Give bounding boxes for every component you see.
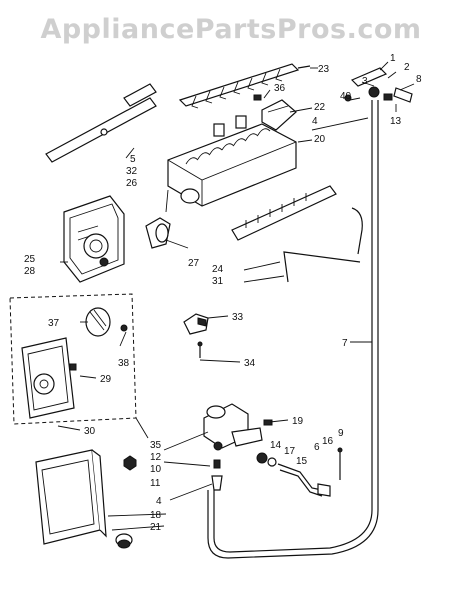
- part-label-29: 29: [100, 374, 112, 385]
- part-number-labels: 1 2 3 8 40 13 23 36 22 4 20 5 32 26 27 2…: [24, 53, 422, 533]
- stripper-part-22: [253, 94, 297, 131]
- leader-lines: [57, 61, 415, 531]
- screw-part-34: [197, 341, 203, 358]
- part-label-30: 30: [84, 426, 96, 437]
- part-label-13: 13: [390, 116, 402, 127]
- part-label-21: 21: [150, 522, 162, 533]
- water-tube-part-7: [207, 100, 379, 559]
- part-label-37: 37: [48, 318, 60, 329]
- part-label-33: 33: [232, 312, 244, 323]
- part-label-9: 9: [338, 428, 344, 439]
- part-label-6: 6: [314, 442, 320, 453]
- part-label-17: 17: [284, 446, 296, 457]
- clip-part-33: [183, 313, 209, 335]
- water-valve-part-10: [203, 403, 273, 451]
- part-label-31: 31: [212, 276, 224, 287]
- part-label-38: 38: [118, 358, 130, 369]
- part-label-22: 22: [314, 102, 326, 113]
- part-label-27: 27: [188, 258, 200, 269]
- part-label-11: 11: [150, 478, 161, 489]
- part-label-40: 40: [340, 91, 352, 102]
- inlet-fittings: [256, 447, 343, 497]
- part-label-5: 5: [130, 154, 136, 165]
- part-label-2: 2: [404, 62, 410, 73]
- part-label-14: 14: [270, 440, 282, 451]
- part-label-7: 7: [342, 338, 348, 349]
- part-label-18: 18: [150, 510, 162, 521]
- part-label-23: 23: [318, 64, 330, 75]
- part-label-24: 24: [212, 264, 224, 275]
- part-label-36: 36: [274, 83, 286, 94]
- part-label-28: 28: [24, 266, 36, 277]
- part-label-16: 16: [322, 436, 334, 447]
- part-label-25: 25: [24, 254, 36, 265]
- cover-part-18: [35, 449, 107, 545]
- part-label-8: 8: [416, 74, 422, 85]
- fitting-part-11: [211, 459, 223, 491]
- part-label-19: 19: [292, 416, 304, 427]
- watermark-logo: AppliancePartsPros.com: [40, 14, 422, 45]
- part-label-1: 1: [390, 53, 396, 64]
- ejector-blade-part-23: [178, 63, 311, 109]
- shutoff-arm-part-31: [283, 207, 363, 283]
- knob-part-21: [115, 533, 133, 549]
- heater-part-24: [231, 185, 337, 241]
- nut-part-12: [123, 455, 137, 471]
- part-label-26: 26: [126, 178, 138, 189]
- part-label-10: 10: [150, 464, 162, 475]
- part-label-15: 15: [296, 456, 308, 467]
- part-label-4: 4: [312, 116, 318, 127]
- motor-part-27: [145, 217, 171, 249]
- part-label-34: 34: [244, 358, 256, 369]
- part-label-12: 12: [150, 452, 162, 463]
- part-label-4b: 4: [156, 496, 162, 507]
- part-label-3: 3: [362, 76, 368, 87]
- fill-tube-fittings: [344, 67, 413, 103]
- part-label-35: 35: [150, 440, 162, 451]
- ice-mold-part-20: [167, 115, 297, 207]
- mounting-bracket-part-5: [45, 83, 157, 163]
- part-label-20: 20: [314, 134, 326, 145]
- part-label-32: 32: [126, 166, 138, 177]
- control-housing-part-25: [63, 195, 125, 283]
